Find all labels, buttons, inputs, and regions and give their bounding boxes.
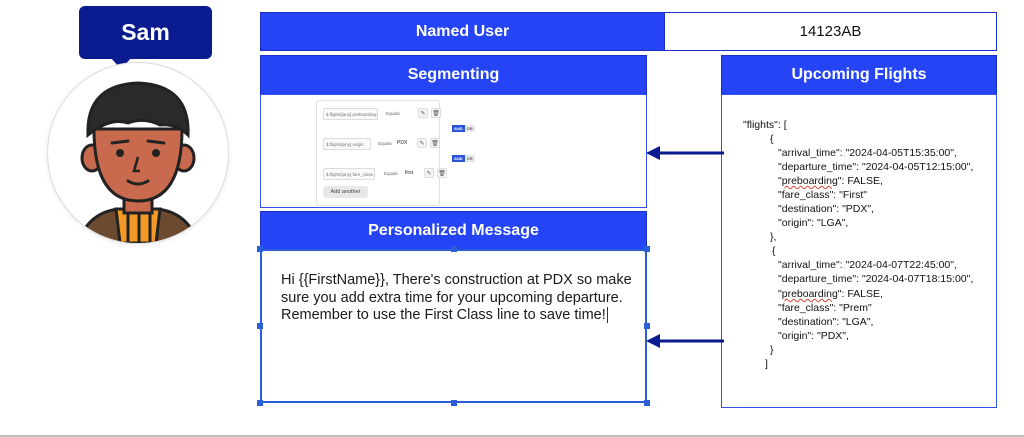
resize-handle[interactable]: [257, 246, 263, 252]
personalized-message-header: Personalized Message: [260, 211, 647, 250]
json-line: "preboarding": FALSE,: [778, 175, 883, 187]
named-user-label: Named User: [260, 12, 665, 51]
json-line: "destination": "PDX",: [778, 203, 875, 215]
json-line: "departure_time": "2024-04-05T12:15:00",: [778, 161, 974, 173]
and-or-toggle[interactable]: AND OR: [452, 125, 475, 132]
upcoming-flights-title: Upcoming Flights: [791, 66, 927, 83]
json-line: },: [770, 231, 777, 243]
or-option[interactable]: OR: [464, 125, 475, 132]
json-line: {: [770, 133, 774, 145]
trash-icon[interactable]: 🗑: [437, 168, 447, 178]
segment-value[interactable]: first: [405, 170, 414, 176]
json-line: "fare_class": "First": [778, 189, 868, 201]
personalized-message-title: Personalized Message: [368, 221, 539, 239]
json-line: {: [772, 245, 776, 257]
resize-handle[interactable]: [257, 323, 263, 329]
spellcheck-underline: preboarding: [781, 288, 838, 300]
named-user-id: 14123AB: [799, 23, 862, 40]
personalized-message-text[interactable]: Hi {{FirstName}}, There's construction a…: [281, 272, 636, 325]
json-line: "arrival_time": "2024-04-05T15:35:00",: [778, 147, 957, 159]
arrow-to-message-icon: [646, 334, 724, 348]
upcoming-flights-header: Upcoming Flights: [721, 55, 997, 95]
persona-name: Sam: [121, 19, 170, 45]
flow-arrows: [646, 146, 724, 348]
persona-name-badge: Sam: [79, 6, 212, 59]
resize-handle[interactable]: [451, 400, 457, 406]
segmenting-header: Segmenting: [260, 55, 647, 95]
or-option[interactable]: OR: [464, 155, 475, 162]
json-line: "origin": "PDX",: [778, 330, 849, 342]
arrow-to-segmenting-icon: [646, 146, 724, 160]
json-line: }: [770, 344, 774, 356]
edit-icon[interactable]: ✎: [417, 138, 427, 148]
json-line: "preboarding": FALSE,: [778, 288, 883, 300]
json-line: "departure_time": "2024-04-07T18:15:00",: [778, 273, 974, 285]
json-line: "flights": [: [743, 119, 787, 131]
person-illustration-icon: [76, 81, 200, 243]
segment-operator[interactable]: Equals: [378, 141, 392, 146]
segment-operator[interactable]: Equals: [384, 171, 398, 176]
resize-handle[interactable]: [644, 246, 650, 252]
and-option[interactable]: AND: [452, 125, 465, 132]
resize-handle[interactable]: [644, 400, 650, 406]
json-line: "arrival_time": "2024-04-07T22:45:00",: [778, 259, 957, 271]
named-user-value: 14123AB: [664, 12, 997, 51]
edit-icon[interactable]: ✎: [418, 108, 428, 118]
segment-value[interactable]: PDX: [397, 140, 408, 146]
resize-handle[interactable]: [451, 246, 457, 252]
resize-handle[interactable]: [257, 400, 263, 406]
json-line: "destination": "LGA",: [778, 316, 874, 328]
and-option[interactable]: AND: [452, 155, 465, 162]
text-cursor: [606, 307, 608, 324]
segment-field-input[interactable]: $.flights[any].origin: [323, 138, 371, 150]
message-line-text: Remember to use the First Class line to …: [281, 307, 606, 324]
trash-icon[interactable]: 🗑: [430, 138, 440, 148]
message-line: sure you add extra time for your upcomin…: [281, 289, 623, 306]
upcoming-flights-json-panel: [721, 94, 997, 408]
edit-icon[interactable]: ✎: [424, 168, 434, 178]
segmenting-title: Segmenting: [407, 66, 500, 83]
and-or-toggle[interactable]: AND OR: [452, 155, 475, 162]
segment-field-input[interactable]: $.flights[any].preboarding: [323, 108, 378, 120]
named-user-label-text: Named User: [415, 22, 510, 40]
divider: [0, 435, 1024, 437]
segment-operator[interactable]: Equals: [386, 111, 400, 116]
avatar: [48, 63, 228, 243]
resize-handle[interactable]: [644, 323, 650, 329]
json-line: "origin": "LGA",: [778, 217, 849, 229]
segment-field-input[interactable]: $.flights[any].fare_class: [323, 168, 375, 180]
trash-icon[interactable]: 🗑: [431, 108, 441, 118]
message-line: Hi {{FirstName}}, There's construction a…: [281, 272, 632, 288]
json-line: "fare_class": "Prem": [778, 302, 872, 314]
message-line: Remember to use the First Class line to …: [281, 307, 636, 325]
spellcheck-underline: preboarding: [781, 175, 838, 187]
json-line: ]: [765, 358, 768, 370]
add-another-button[interactable]: Add another: [323, 186, 368, 198]
